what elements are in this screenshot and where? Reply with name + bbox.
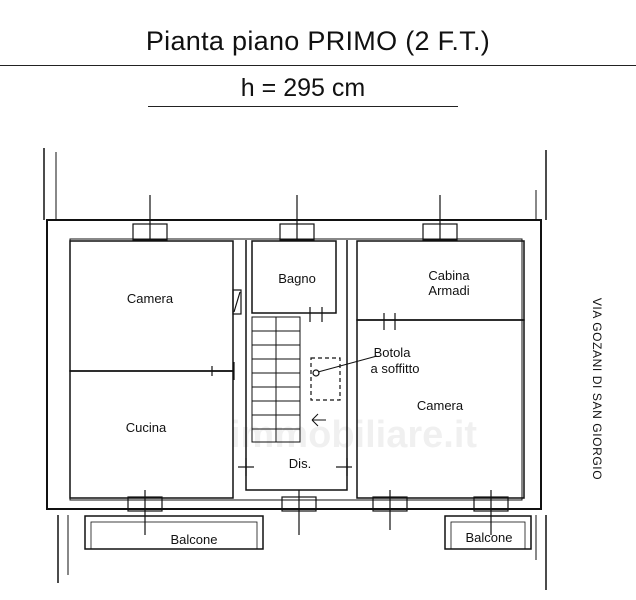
label-camera-left: Camera — [127, 291, 174, 306]
botola-hatch — [310, 357, 341, 401]
label-balcone-left: Balcone — [171, 532, 218, 547]
plan-title: Pianta piano PRIMO (2 F.T.) — [145, 26, 491, 56]
bottom-window-marks — [127, 490, 509, 535]
label-botola-line1: Botola — [374, 345, 412, 360]
interior-door-marks — [211, 307, 396, 476]
title-underline — [0, 65, 636, 66]
top-window-marks — [132, 195, 458, 241]
label-cabina-line2: Armadi — [428, 283, 469, 298]
label-botola-line2: a soffitto — [371, 361, 420, 376]
label-disimpegno: Dis. — [289, 456, 311, 471]
room-cucina — [69, 370, 234, 499]
label-camera-right: Camera — [417, 398, 464, 413]
room-camera-left — [69, 240, 234, 372]
label-balcone-right: Balcone — [466, 530, 513, 545]
staircase — [251, 316, 326, 443]
label-bagno: Bagno — [278, 271, 316, 286]
height-underline — [148, 106, 458, 107]
street-name: VIA GOZANI DI SAN GIORGIO — [590, 297, 604, 481]
room-camera-right — [356, 319, 525, 499]
outer-wall — [46, 219, 542, 510]
ceiling-height: h = 295 cm — [240, 74, 366, 102]
label-cabina-line1: Cabina — [428, 268, 470, 283]
room-bagno — [251, 240, 337, 314]
label-cucina: Cucina — [126, 420, 167, 435]
watermark: immobiliare.it — [230, 414, 478, 456]
flue-symbol — [232, 289, 242, 315]
